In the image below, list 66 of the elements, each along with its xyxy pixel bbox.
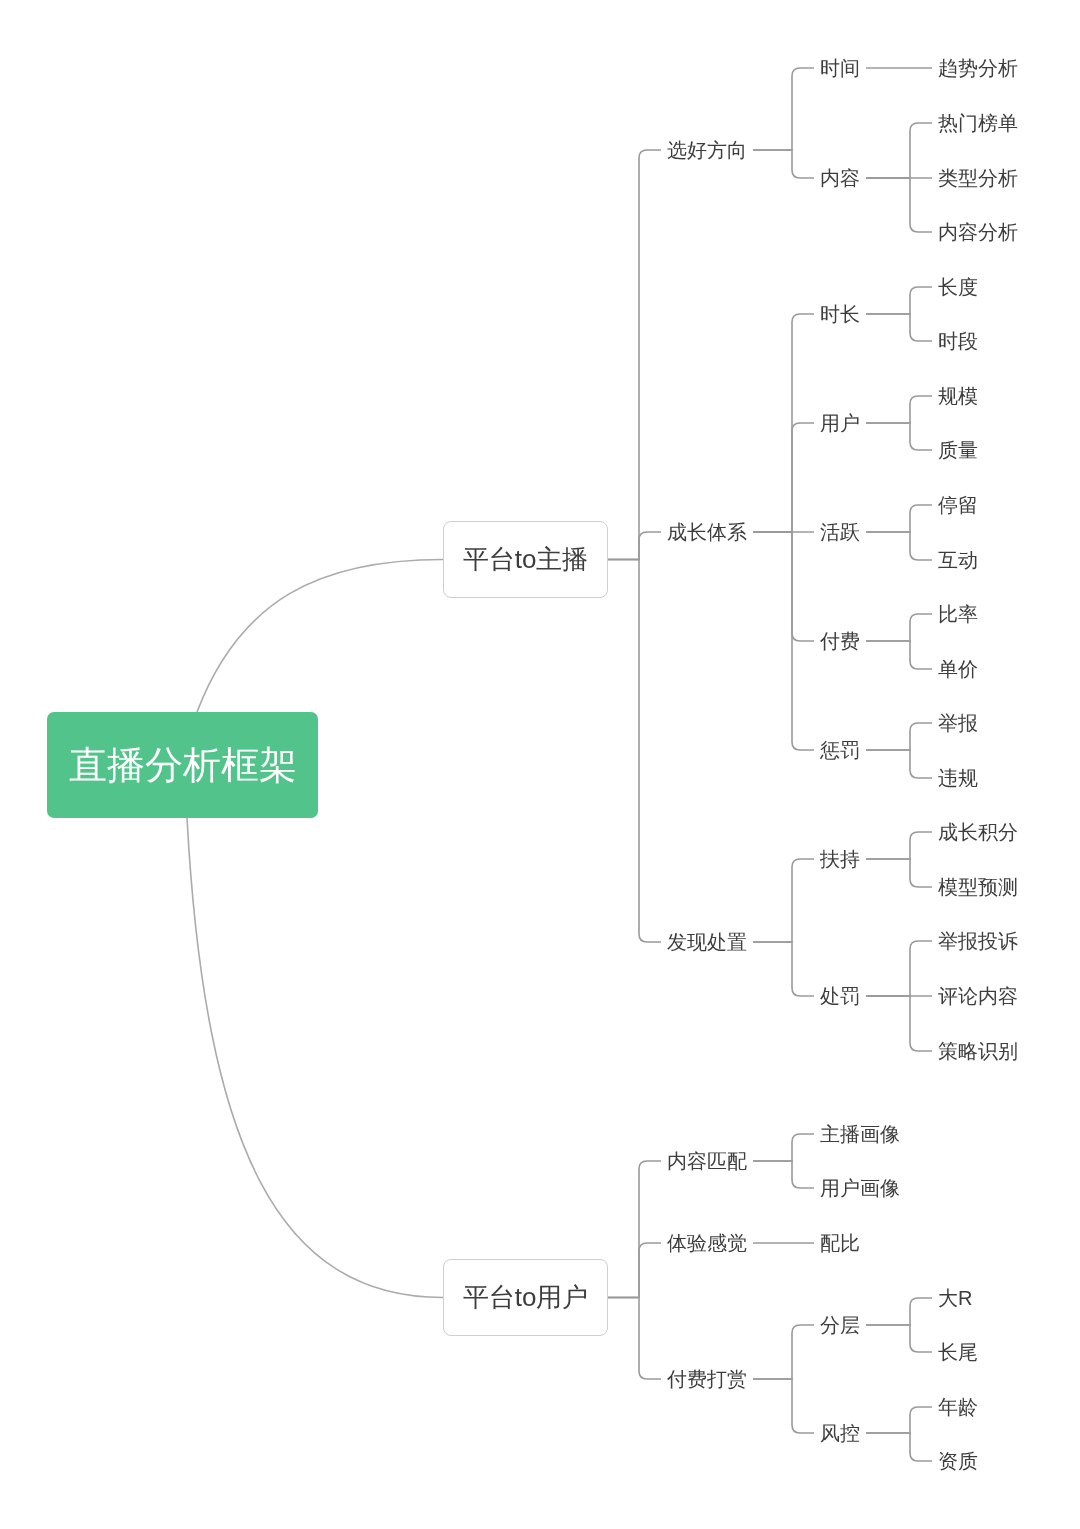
topic-label: 举报投诉 xyxy=(932,928,1024,954)
branch-connector xyxy=(865,531,933,561)
branch-connector xyxy=(752,149,815,179)
branch-connector xyxy=(865,858,933,888)
topic-label: 互动 xyxy=(932,547,984,573)
topic-label: 规模 xyxy=(932,383,984,409)
branch-connector xyxy=(752,1242,815,1244)
topic-label: 模型预测 xyxy=(932,874,1024,900)
topic-box: 平台to用户 xyxy=(443,1259,608,1336)
topic-label: 用户 xyxy=(814,410,866,436)
branch-connector xyxy=(752,941,815,997)
topic-label: 成长积分 xyxy=(932,819,1024,845)
topic-label: 大R xyxy=(932,1285,979,1311)
topic-label: 内容 xyxy=(814,165,866,191)
topic-label: 付费 xyxy=(814,628,866,654)
topic-label: 配比 xyxy=(814,1230,866,1256)
topic-label: 成长体系 xyxy=(661,519,753,545)
topic-label: 长度 xyxy=(932,274,984,300)
topic-label: 单价 xyxy=(932,656,984,682)
branch-connector xyxy=(607,1296,662,1380)
branch-connector xyxy=(865,749,933,779)
branch-connector xyxy=(752,1378,815,1434)
topic-label: 资质 xyxy=(932,1448,984,1474)
topic-label: 付费打赏 xyxy=(661,1366,753,1392)
topic-label: 处罚 xyxy=(814,983,866,1009)
curved-connector xyxy=(196,558,444,713)
topic-label: 体验感觉 xyxy=(661,1230,753,1256)
topic-label: 主播画像 xyxy=(814,1121,906,1147)
topic-label: 活跃 xyxy=(814,519,866,545)
topic-label: 惩罚 xyxy=(814,737,866,763)
topic-label: 策略识别 xyxy=(932,1038,1024,1064)
topic-label: 年龄 xyxy=(932,1394,984,1420)
topic-label: 热门榜单 xyxy=(932,110,1024,136)
topic-label: 用户画像 xyxy=(814,1175,906,1201)
branch-connector xyxy=(752,1160,815,1189)
topic-label: 停留 xyxy=(932,492,984,518)
topic-label: 时间 xyxy=(814,55,866,81)
topic-box: 平台to主播 xyxy=(443,521,608,598)
topic-label: 长尾 xyxy=(932,1339,984,1365)
topic-label: 内容匹配 xyxy=(661,1148,753,1174)
branch-connector xyxy=(865,995,933,1052)
branch-connector xyxy=(865,422,933,451)
topic-label: 发现处置 xyxy=(661,929,753,955)
topic-label: 质量 xyxy=(932,437,984,463)
branch-connector xyxy=(752,531,815,751)
topic-label: 举报 xyxy=(932,710,984,736)
curved-connector xyxy=(186,817,444,1299)
topic-label: 时长 xyxy=(814,301,866,327)
branch-connector xyxy=(865,1432,933,1462)
branch-connector xyxy=(607,558,662,943)
branch-connector xyxy=(865,313,933,342)
topic-label: 违规 xyxy=(932,765,984,791)
topic-label: 时段 xyxy=(932,328,984,354)
branch-connector xyxy=(865,67,933,69)
topic-label: 内容分析 xyxy=(932,219,1024,245)
topic-label: 类型分析 xyxy=(932,165,1024,191)
topic-label: 评论内容 xyxy=(932,983,1024,1009)
central-topic-box: 直播分析框架 xyxy=(47,712,318,818)
topic-label: 分层 xyxy=(814,1312,866,1338)
topic-label: 扶持 xyxy=(814,846,866,872)
topic-label: 比率 xyxy=(932,601,984,627)
branch-connector xyxy=(865,1324,933,1353)
topic-label: 风控 xyxy=(814,1420,866,1446)
topic-label: 趋势分析 xyxy=(932,55,1024,81)
topic-label: 选好方向 xyxy=(661,137,753,163)
branch-connector xyxy=(865,640,933,670)
